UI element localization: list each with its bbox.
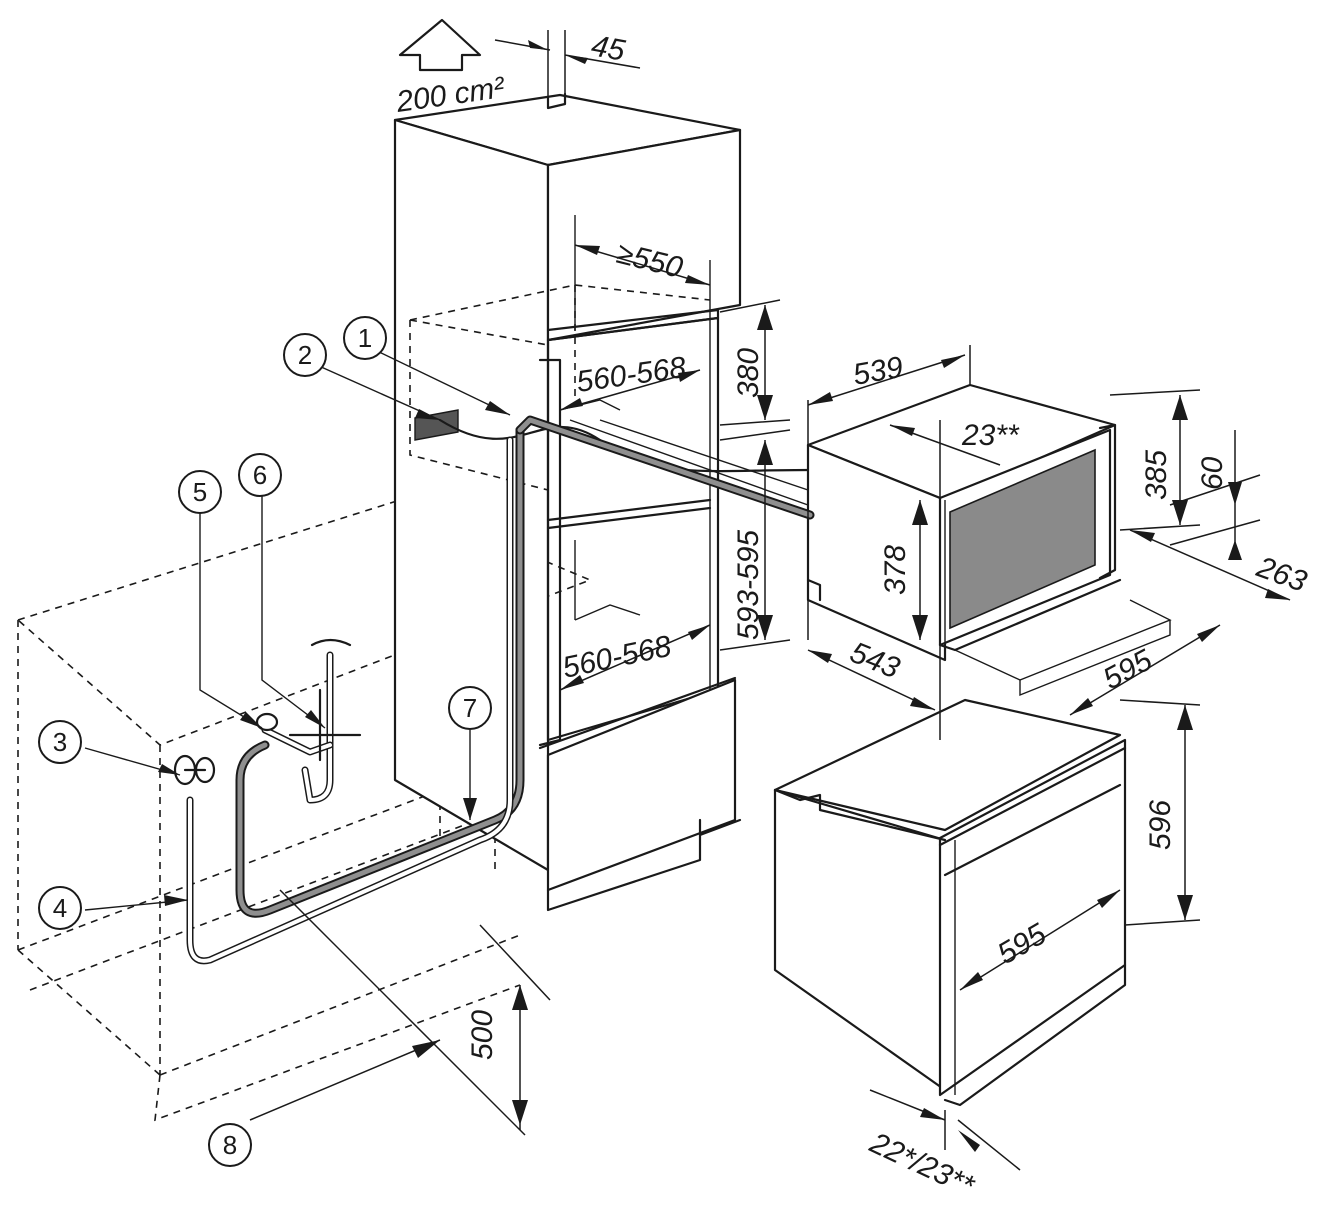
vent-arrow-icon xyxy=(398,18,482,72)
label-hose-length: 500 xyxy=(466,1010,499,1060)
label-vent-gap: 45 xyxy=(589,29,628,67)
label-height-lower: 593-595 xyxy=(732,530,765,640)
callout-5: 5 xyxy=(178,470,222,514)
siphon xyxy=(255,638,362,804)
callout-3-label: 3 xyxy=(53,727,67,757)
label-width-lower: 560-568 xyxy=(560,630,675,685)
callout-6: 6 xyxy=(238,453,282,497)
label-oven-front: 22*/23** xyxy=(864,1126,980,1203)
callout-6-label: 6 xyxy=(253,460,267,490)
label-boiler-width: 595 xyxy=(1098,643,1158,696)
water-tap xyxy=(173,754,216,786)
callout-4-label: 4 xyxy=(53,893,67,923)
hoses xyxy=(186,415,815,965)
callout-leaders xyxy=(84,349,511,911)
label-width-upper: 560-568 xyxy=(574,351,688,399)
label-boiler-depth: 539 xyxy=(850,351,905,392)
label-boiler-front-height: 378 xyxy=(879,545,912,595)
callout-2: 2 xyxy=(283,333,327,377)
label-boiler-side: 263 xyxy=(1252,550,1312,599)
boiler-unit xyxy=(806,383,1172,697)
callout-1-label: 1 xyxy=(358,323,372,353)
callout-7: 7 xyxy=(448,686,492,730)
label-boiler-offset: 23** xyxy=(961,419,1020,452)
callout-8: 8 xyxy=(208,1123,252,1167)
callout-5-label: 5 xyxy=(193,477,207,507)
callout-3: 3 xyxy=(38,720,82,764)
callout-1: 1 xyxy=(343,316,387,360)
label-boiler-top: 60 xyxy=(1196,456,1229,490)
label-height-upper: 380 xyxy=(732,348,765,398)
dimension-lines xyxy=(249,30,1291,1171)
label-oven-height: 596 xyxy=(1144,800,1177,850)
callout-8-label: 8 xyxy=(223,1130,237,1160)
callout-2-label: 2 xyxy=(298,340,312,370)
label-boiler-bottom-depth: 543 xyxy=(845,636,904,685)
label-boiler-height: 385 xyxy=(1140,450,1173,500)
tall-cabinet xyxy=(393,93,742,912)
callout-7-label: 7 xyxy=(463,693,477,723)
callout-4: 4 xyxy=(38,886,82,930)
oven xyxy=(773,698,1127,1107)
